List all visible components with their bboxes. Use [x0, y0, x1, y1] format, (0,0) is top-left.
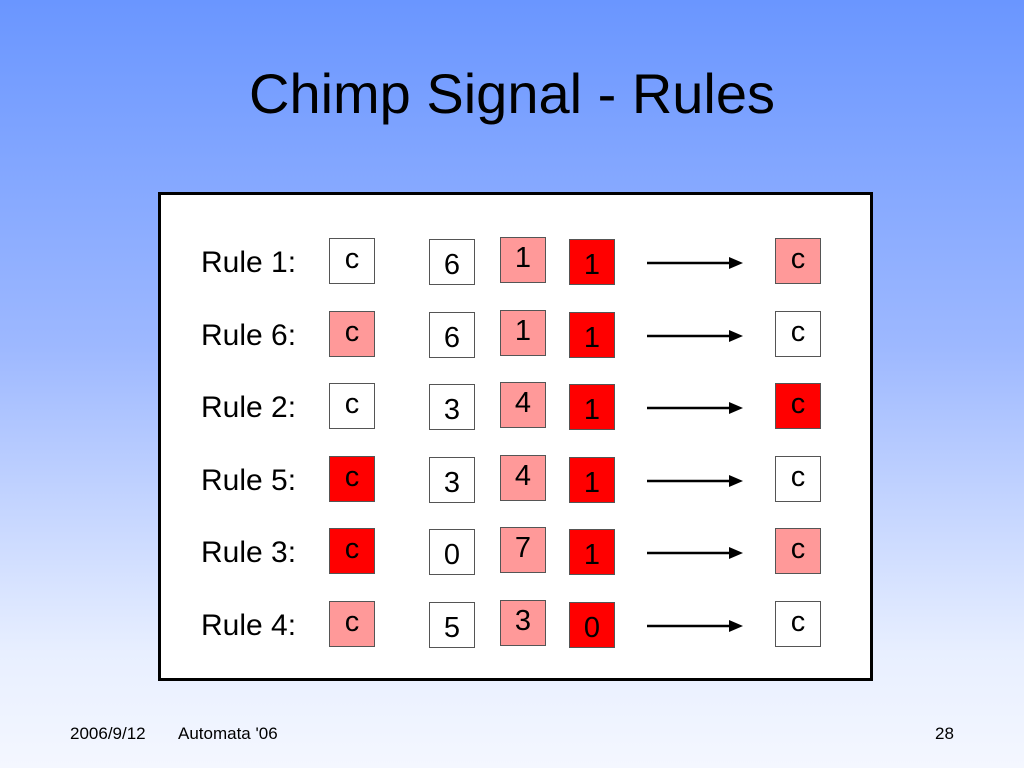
- rule-label: Rule 1:: [201, 246, 297, 279]
- signal-cell: 5: [429, 601, 475, 648]
- rule-label: Rule 4:: [201, 608, 297, 642]
- footer-page-number: 28: [935, 724, 954, 743]
- bit-cell: 1: [569, 456, 615, 503]
- result-cell: c: [775, 528, 821, 574]
- result-cell: c: [775, 383, 821, 429]
- footer-date: 2006/9/12: [70, 724, 146, 743]
- state-cell: c: [329, 238, 375, 284]
- neighbor-cell: 4: [500, 454, 546, 501]
- neighbor-cell: 4: [500, 382, 546, 428]
- signal-cell: 3: [429, 384, 475, 430]
- arrow-icon: [647, 619, 743, 632]
- bit-cell: 0: [569, 601, 615, 648]
- result-cell: c: [775, 238, 821, 284]
- rule-label: Rule 5:: [201, 463, 297, 497]
- state-cell: c: [329, 383, 375, 429]
- arrow-icon: [647, 329, 743, 342]
- neighbor-cell: 3: [500, 599, 546, 646]
- arrow-icon: [647, 547, 743, 559]
- neighbor-cell: 1: [500, 309, 546, 356]
- state-cell: c: [329, 528, 375, 574]
- neighbor-cell: 7: [500, 527, 546, 573]
- result-cell: c: [775, 455, 821, 502]
- signal-cell: 6: [429, 311, 475, 358]
- bit-cell: 1: [569, 384, 615, 430]
- state-cell: c: [329, 455, 375, 502]
- arrow-icon: [647, 257, 743, 269]
- bit-cell: 1: [569, 239, 615, 285]
- state-cell: c: [329, 600, 375, 647]
- neighbor-cell: 1: [500, 237, 546, 283]
- result-cell: c: [775, 600, 821, 647]
- state-cell: c: [329, 310, 375, 357]
- bit-cell: 1: [569, 311, 615, 358]
- arrow-icon: [647, 402, 743, 414]
- slide-title: Chimp Signal - Rules: [249, 62, 775, 125]
- bit-cell: 1: [569, 529, 615, 575]
- arrow-icon: [647, 474, 743, 487]
- rule-label: Rule 3:: [201, 536, 297, 569]
- signal-cell: 0: [429, 529, 475, 575]
- rule-label: Rule 6:: [201, 318, 297, 352]
- signal-cell: 3: [429, 456, 475, 503]
- rule-label: Rule 2:: [201, 391, 297, 424]
- result-cell: c: [775, 310, 821, 357]
- footer-event: Automata '06: [178, 724, 278, 743]
- signal-cell: 6: [429, 239, 475, 285]
